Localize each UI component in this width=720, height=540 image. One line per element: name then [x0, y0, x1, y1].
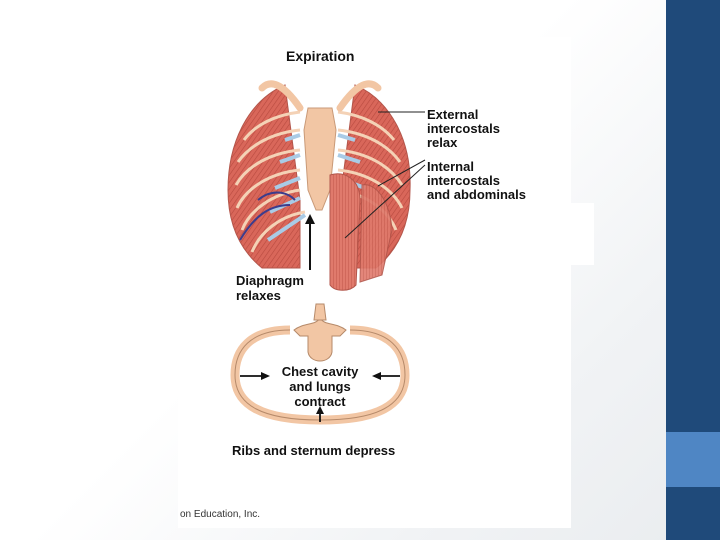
- ribs-label: Ribs and sternum depress: [232, 443, 396, 458]
- arrow-right-icon: [240, 372, 270, 380]
- external-intercostals-line-3: relax: [427, 135, 458, 150]
- external-intercostals-line-2: intercostals: [427, 121, 500, 136]
- arrow-up-icon: [316, 406, 324, 422]
- arrow-up-icon: [305, 214, 315, 270]
- abdominals-pointer: [344, 164, 426, 239]
- chest-cavity-line-2: and lungs: [289, 379, 351, 394]
- arrow-left-icon: [372, 372, 400, 380]
- external-intercostals-label: External intercostals relax: [427, 108, 500, 150]
- figure-title: Expiration: [286, 48, 355, 64]
- internal-intercostals-line-3: and abdominals: [427, 187, 526, 202]
- chest-cavity-line-1: Chest cavity: [281, 364, 359, 379]
- internal-intercostals-line-2: intercostals: [427, 173, 500, 188]
- chest-cavity-line-3: contract: [294, 394, 346, 409]
- internal-intercostals-pointer: [377, 159, 426, 187]
- diaphragm-line-1: Diaphragm: [236, 273, 304, 288]
- copyright-text: on Education, Inc.: [180, 509, 261, 520]
- slide-sidebar-accent: [666, 432, 720, 487]
- diaphragm-line-2: relaxes: [236, 288, 281, 303]
- internal-intercostals-line-1: Internal: [427, 159, 474, 174]
- chest-cavity-label: Chest cavity and lungs contract: [270, 364, 370, 409]
- internal-intercostals-label: Internal intercostals and abdominals: [427, 160, 526, 202]
- diaphragm-label: Diaphragm relaxes: [236, 273, 304, 303]
- figure-panel-tab: [571, 203, 594, 265]
- rib-cage: [227, 80, 411, 291]
- external-intercostals-line-1: External: [427, 107, 479, 122]
